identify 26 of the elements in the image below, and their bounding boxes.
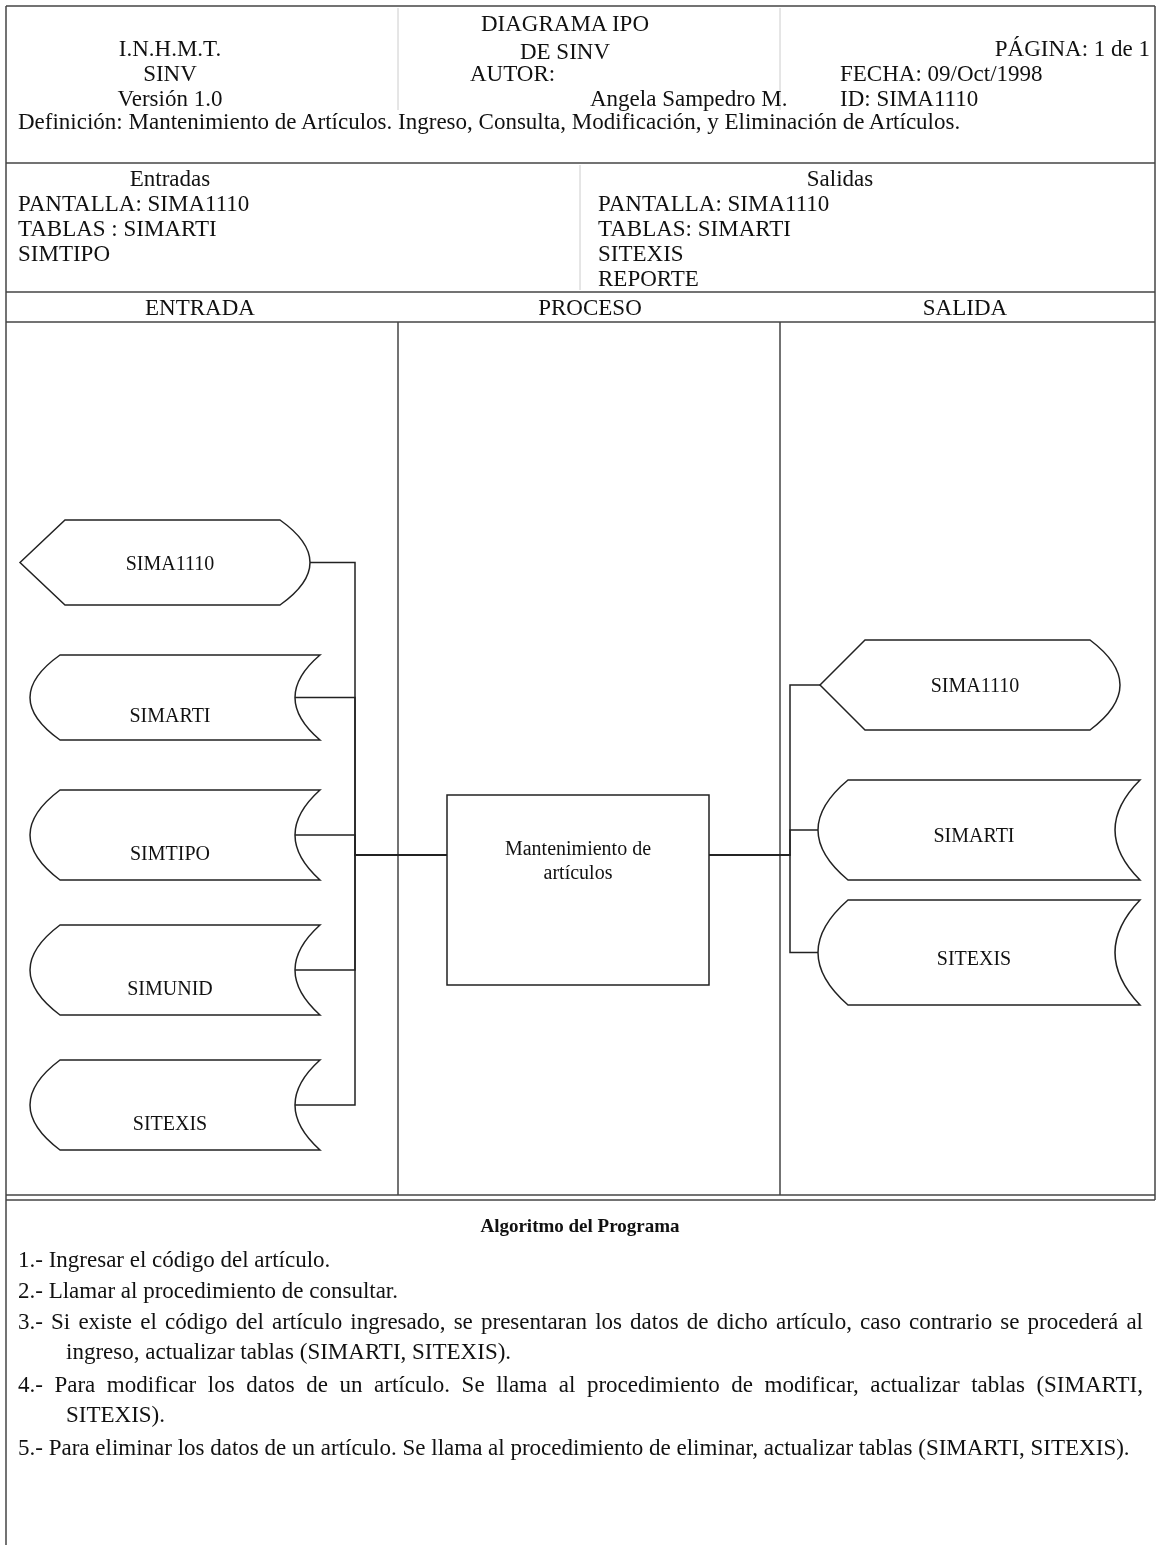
output-item: REPORTE [598,265,699,293]
algorithm-step: 3.- Si existe el código del artículo ingresado, se presentaran los datos de dicho artículo, caso contrario se procederá al ingreso, actualizar tablas (SIMARTI, SITEXIS). [18,1307,1143,1367]
column-heading: SALIDA [921,294,1009,322]
page-number: PÁGINA: 1 de 1 [993,35,1150,63]
output-item: TABLAS: SIMARTI [598,215,791,243]
date-text: FECHA: 09/Oct/1998 [840,60,1043,88]
algorithm-step: 2.- Llamar al procedimiento de consultar. [18,1276,1143,1306]
algorithm-step: 1.- Ingresar el código del artículo. [18,1245,1143,1275]
column-heading: ENTRADA [144,294,256,322]
inputs-heading: Entradas [128,165,212,193]
input-item: SIMTIPO [18,240,110,268]
algorithm-step: 4.- Para modificar los datos de un artículo. Se llama al procedimiento de modificar, actualizar tablas (SIMARTI, SITEXIS). [18,1370,1143,1430]
output-item: SITEXIS [598,240,684,268]
section-heading: Algoritmo del Programa [479,1214,681,1238]
algorithm-step: 5.- Para eliminar los datos de un artículo. Se llama al procedimiento de eliminar, actualizar tablas (SIMARTI, SITEXIS). [18,1433,1143,1463]
system-name: SINV [142,60,198,88]
input-item: TABLAS : SIMARTI [18,215,217,243]
output-item: PANTALLA: SIMA1110 [598,190,830,218]
version-text: Versión 1.0 [116,85,224,113]
author-name: Angela Sampedro M. [590,85,788,113]
institution-text: I.N.H.M.T. [117,35,223,63]
process-box: Mantenimiento de artículos [447,795,709,985]
id-text: ID: SIMA1110 [840,85,979,113]
outputs-heading: Salidas [805,165,875,193]
column-heading: PROCESO [537,294,643,322]
input-item: PANTALLA: SIMA1110 [18,190,250,218]
